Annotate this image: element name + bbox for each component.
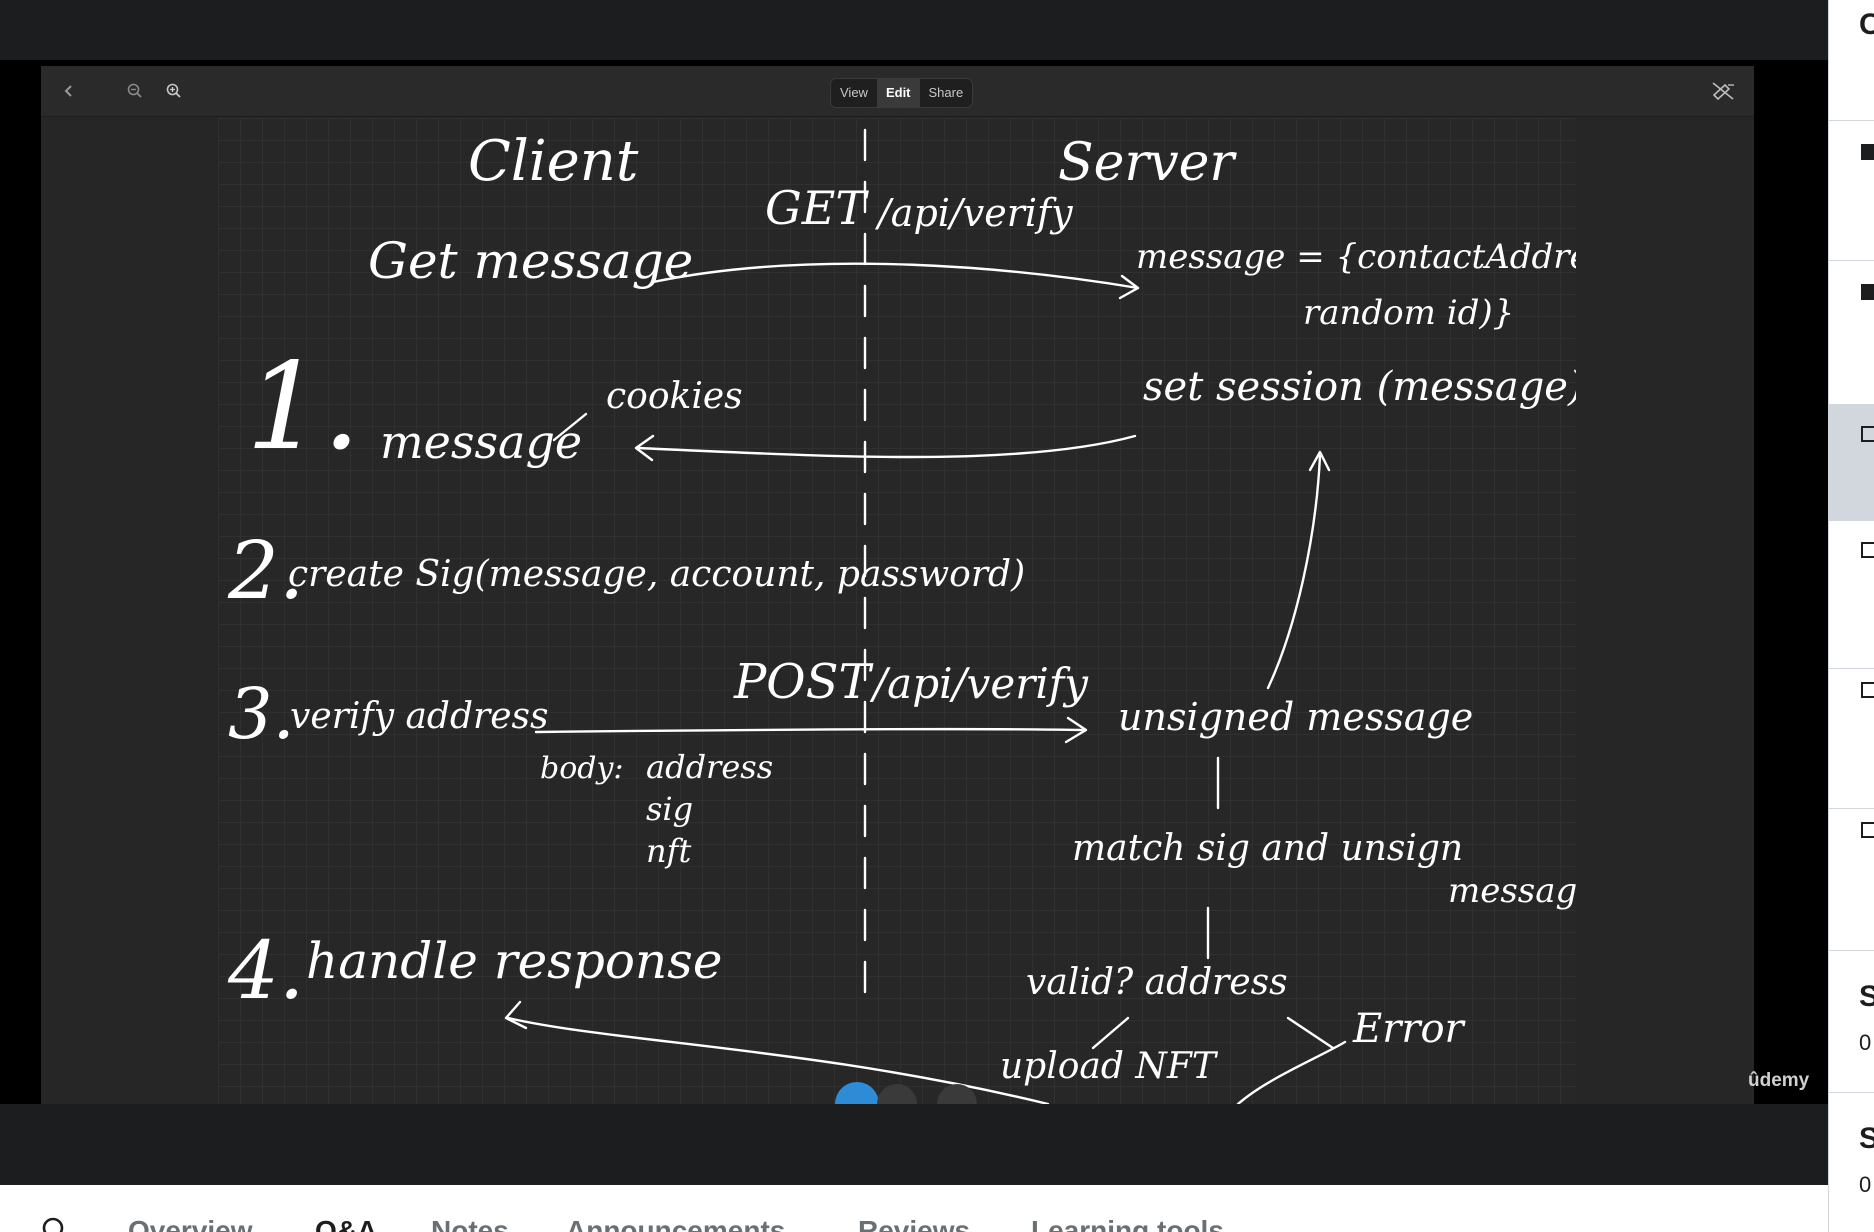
- cookies-label: cookies: [606, 376, 743, 417]
- to-error-arrow: [1286, 1016, 1335, 1050]
- body-label: body:: [540, 751, 624, 786]
- zoom-out-icon[interactable]: [122, 78, 148, 104]
- unsigned-to-session-arrow: [1266, 454, 1322, 690]
- error-label: Error: [1352, 1006, 1467, 1052]
- zoom-in-icon[interactable]: [161, 78, 187, 104]
- sidebar-section-2[interactable]: S 0: [1829, 1092, 1874, 1232]
- sidebar-item-2[interactable]: [1829, 260, 1874, 405]
- cookies-arrow: [552, 412, 588, 442]
- set-session-label: set session (message): [1143, 364, 1576, 410]
- course-content-sidebar: C S 0 S 0: [1828, 0, 1874, 1232]
- match-line2: message: [1448, 871, 1576, 911]
- sidebar-item-4[interactable]: [1829, 520, 1874, 669]
- client-header: Client: [468, 129, 639, 194]
- mode-view-button[interactable]: View: [840, 85, 868, 100]
- body-field-nft: nft: [646, 832, 691, 870]
- get-method-label: GET: [765, 181, 869, 235]
- server-message-line1: message = {contactAddress,: [1136, 237, 1576, 277]
- pen-off-icon[interactable]: [1710, 78, 1736, 104]
- tab-announcements[interactable]: Announcements: [566, 1215, 786, 1232]
- response-arrow-head: [504, 1000, 528, 1030]
- upload-nft-label: upload NFT: [1000, 1046, 1219, 1087]
- chevron-left-icon[interactable]: [56, 78, 82, 104]
- mode-switch: View Edit Share: [830, 78, 974, 108]
- sidebar-item-current[interactable]: [1829, 404, 1874, 521]
- post-path-label: /api/verify: [869, 659, 1089, 708]
- sidebar-item-5[interactable]: [1829, 668, 1874, 809]
- to-upload-arrow: [1091, 1016, 1130, 1050]
- mode-share-button[interactable]: Share: [928, 85, 964, 100]
- player-controls-bar: [0, 1104, 1828, 1185]
- section-title-letter: S: [1859, 1122, 1874, 1155]
- handwritten-diagram: Client Server GET /api/verify Get messag…: [227, 128, 1576, 1104]
- section-meta: 0: [1859, 1030, 1872, 1055]
- player-top-bar: [0, 0, 1828, 58]
- unsigned-message-label: unsigned message: [1118, 695, 1473, 739]
- post-request-arrow: [534, 727, 1086, 734]
- get-path-label: /api/verify: [874, 191, 1073, 235]
- step3-number: 3.: [228, 673, 295, 755]
- server-message-line2: random id)}: [1303, 293, 1514, 333]
- post-method-label: POST: [733, 654, 874, 710]
- step2-number: 2.: [227, 524, 304, 617]
- body-field-address: address: [646, 748, 773, 786]
- section-meta: 0: [1859, 1172, 1872, 1197]
- tab-qa[interactable]: Q&A: [315, 1215, 378, 1232]
- checkbox-empty-icon[interactable]: [1861, 426, 1874, 442]
- step1-result-label: message: [380, 415, 582, 469]
- course-tabs: Overview Q&A Notes Announcements Reviews…: [0, 1185, 1828, 1232]
- sidebar-item-6[interactable]: [1829, 808, 1874, 951]
- error-to-response-line: [1236, 1040, 1347, 1104]
- session-up-arrow-head: [1308, 450, 1331, 472]
- sidebar-divider: [1829, 84, 1874, 121]
- sidebar-header-letter: C: [1859, 8, 1874, 41]
- checkbox-checked-icon[interactable]: [1861, 284, 1874, 300]
- sidebar-item-1[interactable]: [1829, 120, 1874, 261]
- step3-text: verify address: [290, 696, 549, 737]
- step1-number: 1.: [246, 338, 361, 477]
- set-session-arrow: [636, 434, 1137, 459]
- step2-text: create Sig(message, account, password): [288, 554, 1025, 595]
- server-header: Server: [1058, 133, 1237, 193]
- whiteboard-canvas[interactable]: Client Server GET /api/verify Get messag…: [218, 118, 1576, 1104]
- step1-client-label: Get message: [368, 232, 693, 290]
- checkbox-empty-icon[interactable]: [1861, 822, 1874, 838]
- checkbox-empty-icon[interactable]: [1861, 542, 1874, 558]
- get-arrow-head: [1118, 274, 1140, 300]
- tab-reviews[interactable]: Reviews: [858, 1215, 971, 1232]
- checkbox-empty-icon[interactable]: [1861, 682, 1874, 698]
- section-title-letter: S: [1859, 980, 1874, 1013]
- tab-learning-tools[interactable]: Learning tools: [1031, 1215, 1224, 1232]
- step4-number: 4.: [227, 924, 304, 1017]
- body-field-sig: sig: [646, 790, 693, 828]
- whiteboard-toolbar: View Edit Share: [41, 66, 1754, 117]
- tab-overview[interactable]: Overview: [128, 1215, 253, 1232]
- session-arrow-head: [634, 434, 655, 462]
- sidebar-section-1[interactable]: S 0: [1829, 950, 1874, 1093]
- search-icon[interactable]: [40, 1215, 68, 1232]
- valid-address-label: valid? address: [1026, 962, 1288, 1003]
- response-arrow: [506, 1016, 1050, 1104]
- get-request-arrow: [651, 262, 1140, 290]
- step4-text: handle response: [306, 932, 722, 990]
- udemy-watermark: ûdemy: [1748, 1070, 1810, 1091]
- post-arrow-head: [1064, 716, 1088, 744]
- mode-edit-button[interactable]: Edit: [876, 79, 920, 107]
- tab-notes[interactable]: Notes: [431, 1215, 509, 1232]
- video-player[interactable]: View Edit Share Client Server GET /api/v…: [0, 0, 1828, 1185]
- match-line1: match sig and unsign: [1072, 828, 1463, 869]
- checkbox-checked-icon[interactable]: [1861, 144, 1874, 160]
